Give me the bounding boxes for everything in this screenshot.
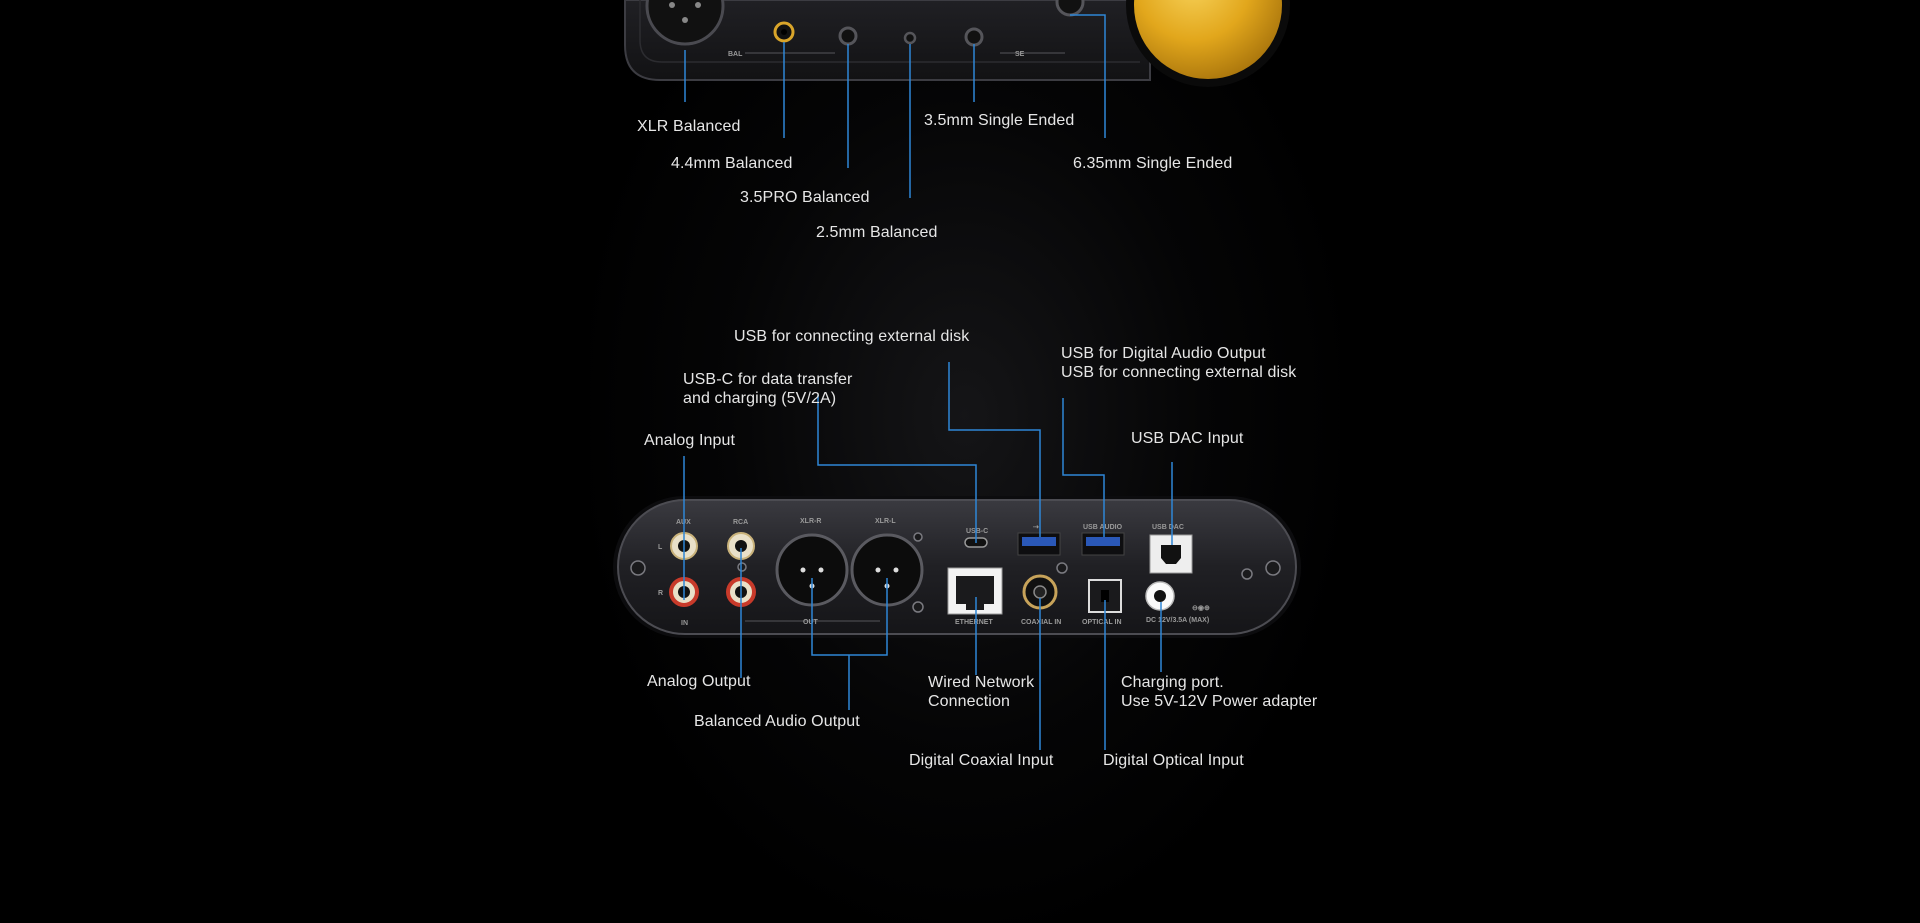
label-analog-output: Analog Output [647, 673, 751, 690]
label-usb-external-disk: USB for connecting external disk [734, 328, 970, 345]
in-mark: IN [681, 620, 688, 627]
label-analog-input: Analog Input [644, 432, 736, 449]
usb-dac-mark: USB DAC [1152, 524, 1184, 531]
bal-mark: BAL [728, 51, 743, 58]
se-mark: SE [1015, 51, 1025, 58]
label-usb-dac-input: USB DAC Input [1131, 430, 1244, 447]
label-balanced-audio-output: Balanced Audio Output [694, 713, 860, 730]
rca-mark: RCA [733, 519, 748, 526]
out-mark: OUT [803, 619, 819, 626]
label-3-5pro-balanced: 3.5PRO Balanced [740, 189, 870, 206]
front-panel: BAL SE [624, 0, 1290, 87]
optical-in-mark: OPTICAL IN [1082, 619, 1122, 626]
rear-panel: AUX L R IN RCA XLR-R XLR-L OUT USB-C USB… [613, 496, 1301, 638]
label-charging-port-line1: Charging port. [1121, 674, 1224, 691]
background-glow [590, 0, 1340, 923]
label-usb-audio-line1: USB for Digital Audio Output [1061, 345, 1266, 362]
label-6-35mm-single-ended: 6.35mm Single Ended [1073, 155, 1233, 172]
label-usb-c: USB-C for data transfer and charging (5V… [683, 370, 852, 408]
label-digital-coaxial-input: Digital Coaxial Input [909, 752, 1054, 769]
label-charging-port-line2: Use 5V-12V Power adapter [1121, 693, 1318, 710]
l-mark: L [658, 544, 663, 551]
label-usb-c-line1: USB-C for data transfer [683, 371, 853, 388]
label-wired-network-line1: Wired Network [928, 674, 1035, 691]
label-wired-network-line2: Connection [928, 693, 1010, 710]
label-charging-port: Charging port. Use 5V-12V Power adapter [1121, 673, 1317, 711]
label-xlr-balanced: XLR Balanced [637, 118, 741, 135]
label-wired-network: Wired Network Connection [928, 673, 1034, 711]
top-leader-lines [684, 14, 1106, 198]
jack-2-5-socket [903, 31, 917, 45]
jack-3-5-pro-socket [838, 26, 858, 46]
ethernet-mark: ETHERNET [955, 619, 993, 626]
usb-c-mark: USB-C [966, 528, 988, 535]
label-3-5mm-single-ended: 3.5mm Single Ended [924, 112, 1075, 129]
label-usb-audio: USB for Digital Audio Output USB for con… [1061, 344, 1296, 382]
r-mark: R [658, 590, 663, 597]
jack-6-35-socket [1055, 0, 1085, 17]
dc-polarity-icon: ⊖◉⊕ [1192, 605, 1210, 612]
coaxial-in-mark: COAXIAL IN [1021, 619, 1061, 626]
usb-audio-mark: USB AUDIO [1083, 524, 1123, 531]
xlr-l-mark: XLR-L [875, 518, 896, 525]
dc-mark: DC 12V/3.5A (MAX) [1146, 617, 1209, 624]
bottom-leader-lines [683, 362, 1173, 750]
label-digital-optical-input: Digital Optical Input [1103, 752, 1244, 769]
usb-symbol: ⇢ [1033, 524, 1039, 531]
xlr-r-mark: XLR-R [800, 518, 821, 525]
jack-3-5-se-socket [964, 27, 984, 47]
label-2-5mm-balanced: 2.5mm Balanced [816, 224, 938, 241]
label-4-4mm-balanced: 4.4mm Balanced [671, 155, 793, 172]
label-usb-audio-line2: USB for connecting external disk [1061, 364, 1297, 381]
label-usb-c-line2: and charging (5V/2A) [683, 390, 837, 407]
volume-knob [1134, 0, 1282, 79]
